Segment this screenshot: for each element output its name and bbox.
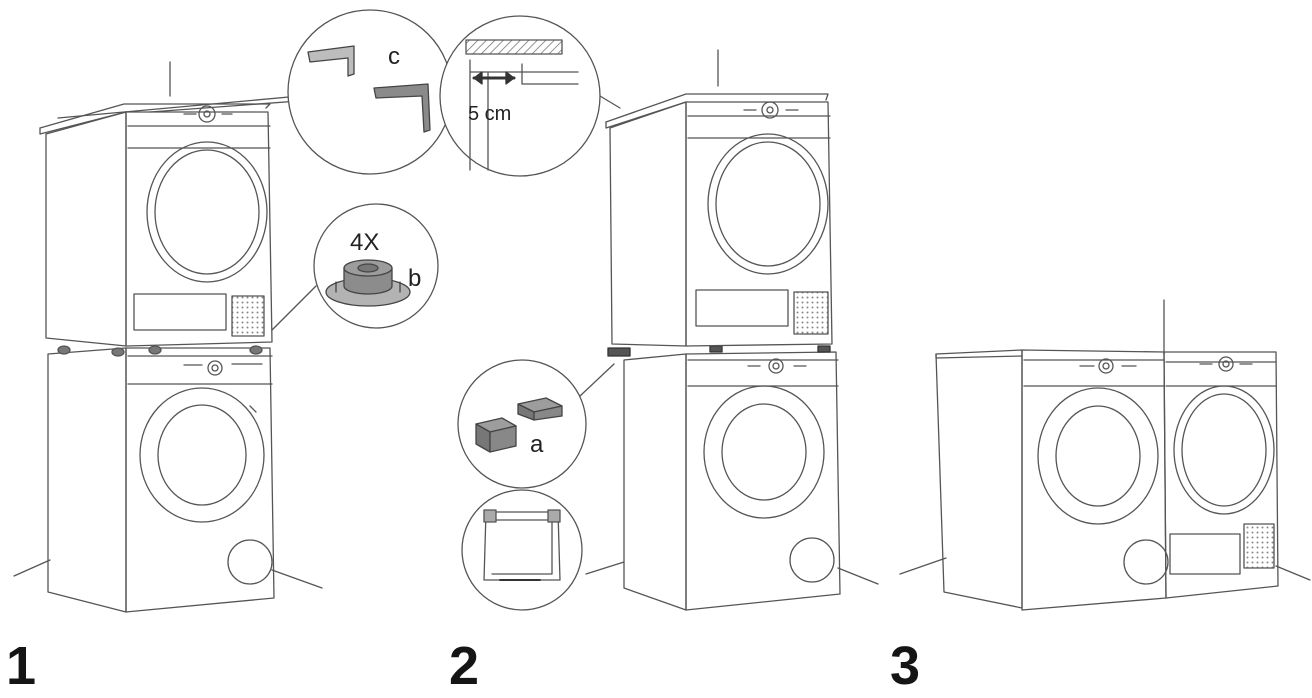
stacking-clips (607, 345, 831, 357)
floor-line (899, 557, 1311, 581)
clip-position-callout (461, 489, 583, 611)
side-cabinet (935, 349, 1023, 609)
tumble-dryer (1163, 351, 1279, 599)
tumble-dryer (39, 103, 273, 347)
washing-machine (1021, 349, 1169, 611)
callout-leader (57, 95, 313, 119)
step-number-1: 1 (6, 636, 37, 696)
step-number-3: 3 (890, 636, 921, 696)
brackets-part-label: c (388, 43, 400, 70)
floor-line (585, 561, 879, 585)
rubber-foot-icon (325, 259, 411, 307)
tumble-dryer (605, 93, 833, 347)
clip-icon (475, 397, 563, 453)
washing-machine (47, 347, 275, 613)
step2-illustration (585, 49, 879, 611)
feet-quantity-label: 4X (350, 229, 379, 256)
callout-leader (271, 285, 317, 331)
floor-line (13, 559, 323, 589)
brackets-callout (287, 9, 453, 175)
bracket-icon (307, 45, 431, 133)
wall-hatch (465, 39, 563, 55)
feet-callout (271, 203, 439, 331)
dryer-feet (57, 345, 263, 357)
step1-illustration (13, 61, 323, 613)
clips-part-label: a (530, 431, 544, 458)
step-number-2: 2 (449, 636, 480, 696)
callout-leader (579, 363, 615, 397)
step3-illustration (899, 299, 1311, 611)
feet-part-label: b (408, 265, 421, 292)
clips-callout (457, 359, 615, 489)
gap-measure-label: 5 cm (468, 103, 511, 125)
washing-machine (623, 351, 841, 611)
gap-callout (439, 15, 621, 177)
